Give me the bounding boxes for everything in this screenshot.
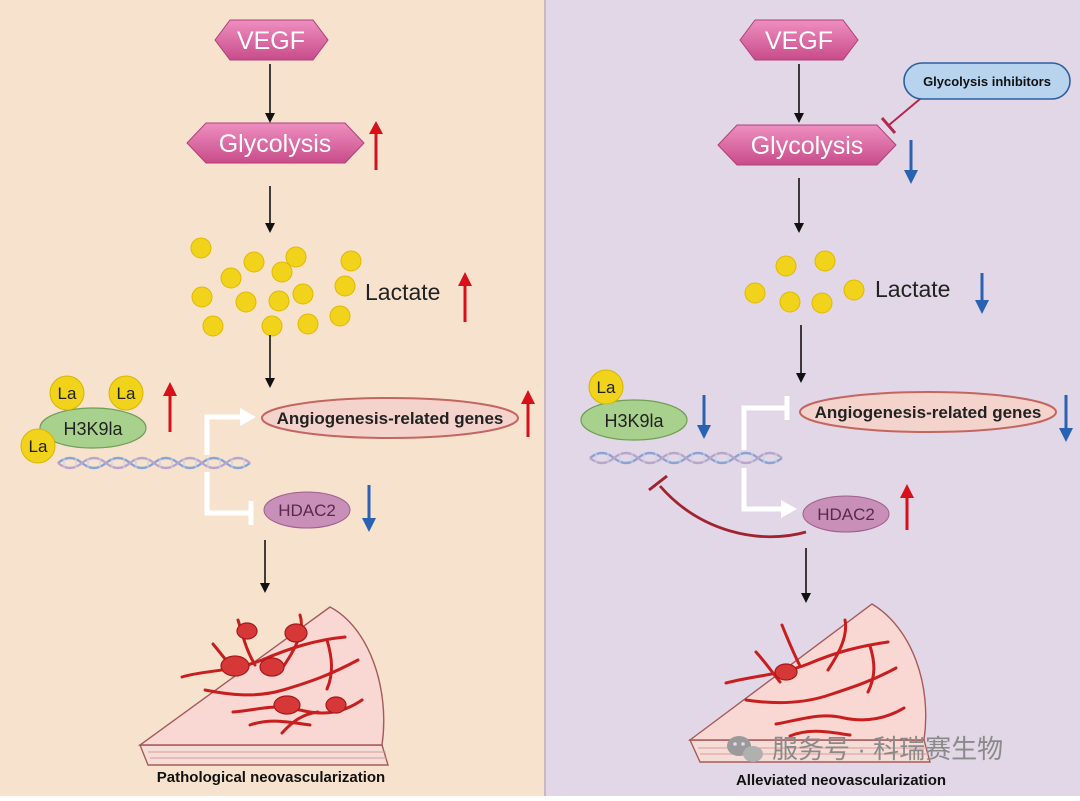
right-glycolysis-label: Glycolysis bbox=[751, 132, 864, 160]
right-glycolysis-inhibitors-box bbox=[903, 62, 1071, 100]
left-vessel-lesions bbox=[220, 622, 347, 715]
left-lactate-dots bbox=[190, 237, 362, 337]
right-histone-label: H3K9la bbox=[604, 411, 664, 431]
left-histone-label: H3K9la bbox=[63, 419, 123, 439]
right-panel: VEGF Glycolysis inhibitors Glycolysis La… bbox=[580, 19, 1073, 789]
right-histone-h3k9la bbox=[580, 399, 688, 441]
left-genes-label: Angiogenesis-related genes bbox=[277, 409, 504, 428]
right-lactate-label: Lactate bbox=[875, 276, 950, 302]
left-vessel-lesion bbox=[273, 695, 301, 715]
left-genes-box bbox=[261, 397, 519, 439]
left-la-label: La bbox=[29, 437, 48, 456]
left-genes-up-arrow-icon bbox=[521, 390, 535, 437]
left-la-mark bbox=[108, 375, 144, 411]
right-hdac2-up-arrow-icon bbox=[900, 484, 914, 530]
left-hdac2-label: HDAC2 bbox=[278, 501, 336, 520]
lactate-molecule bbox=[292, 283, 314, 305]
right-hdac2-label: HDAC2 bbox=[817, 505, 875, 524]
lactate-molecule bbox=[334, 275, 356, 297]
lactate-molecule bbox=[775, 255, 797, 277]
lactate-molecule bbox=[297, 313, 319, 335]
left-lactate-up-arrow-icon bbox=[458, 272, 472, 322]
right-la-label: La bbox=[597, 378, 616, 397]
left-inhibition-bar-hdac2 bbox=[204, 472, 254, 525]
left-lactate-label: Lactate bbox=[365, 279, 440, 305]
right-vegf-box bbox=[739, 19, 859, 61]
right-hdac2-box bbox=[802, 495, 890, 533]
left-hdac2-box bbox=[263, 491, 351, 529]
left-vessel-lesion bbox=[284, 623, 308, 643]
left-la-label: La bbox=[117, 384, 136, 403]
left-vegf-label: VEGF bbox=[237, 27, 305, 55]
watermark-text: 服务号 · 科瑞赛生物 bbox=[772, 734, 1003, 764]
lactate-molecule bbox=[271, 261, 293, 283]
left-panel: VEGF Glycolysis Lactate bbox=[20, 19, 535, 786]
right-inhibitor-bar bbox=[880, 98, 921, 134]
left-vessel-lesion bbox=[220, 655, 250, 677]
left-glycolysis-up-arrow-icon bbox=[369, 121, 383, 170]
right-dna-helix bbox=[589, 451, 783, 465]
right-lactate-dots bbox=[744, 250, 865, 314]
right-caption: Alleviated neovascularization bbox=[736, 772, 946, 789]
right-glycolysis-inhibitors-label: Glycolysis inhibitors bbox=[923, 74, 1051, 89]
left-activation-arrow-genes bbox=[204, 408, 256, 455]
lactate-molecule bbox=[202, 315, 224, 337]
right-vessel-lesion bbox=[774, 663, 798, 681]
left-vessel-lesion bbox=[325, 696, 347, 714]
lactate-molecule bbox=[235, 291, 257, 313]
right-hdac2-feedback-inhibition bbox=[648, 474, 807, 539]
lactate-molecule bbox=[744, 282, 766, 304]
left-vegf-box bbox=[214, 19, 329, 61]
lactate-molecule bbox=[243, 251, 265, 273]
right-lactate-down-arrow-icon bbox=[975, 273, 989, 314]
lactate-molecule bbox=[190, 237, 212, 259]
left-hdac2-down-arrow-icon bbox=[362, 485, 376, 532]
right-vessel-lesions bbox=[774, 663, 798, 681]
lactate-molecule bbox=[811, 292, 833, 314]
left-dna-helix bbox=[57, 456, 251, 470]
lactate-molecule bbox=[268, 290, 290, 312]
right-vegf-label: VEGF bbox=[765, 27, 833, 55]
left-vessel-lesion bbox=[259, 657, 285, 677]
lactate-molecule bbox=[779, 291, 801, 313]
lactate-molecule bbox=[814, 250, 836, 272]
right-inhibition-bar-genes bbox=[741, 396, 790, 450]
wechat-icon bbox=[727, 736, 763, 762]
lactate-molecule bbox=[329, 305, 351, 327]
lactate-molecule bbox=[340, 250, 362, 272]
right-glycolysis-box bbox=[717, 124, 897, 166]
left-vessel-lesion bbox=[236, 622, 258, 640]
right-la-mark bbox=[588, 369, 624, 405]
lactate-molecule bbox=[220, 267, 242, 289]
left-la-mark bbox=[20, 428, 56, 464]
left-la-mark bbox=[49, 375, 85, 411]
lactate-molecule bbox=[261, 315, 283, 337]
left-histone-h3k9la bbox=[39, 407, 147, 449]
left-la-label: La bbox=[58, 384, 77, 403]
lactate-molecule bbox=[285, 246, 307, 268]
right-activation-arrow-hdac2 bbox=[741, 468, 797, 518]
lactate-molecule bbox=[191, 286, 213, 308]
left-glycolysis-box bbox=[186, 122, 365, 164]
right-genes-down-arrow-icon bbox=[1059, 395, 1073, 442]
right-blood-vessels bbox=[724, 618, 906, 738]
right-glycolysis-down-arrow-icon bbox=[904, 140, 918, 184]
right-histone-down-arrow-icon bbox=[697, 395, 711, 439]
left-histone-up-arrow-icon bbox=[163, 382, 177, 432]
lactate-molecule bbox=[843, 279, 865, 301]
left-caption: Pathological neovascularization bbox=[157, 769, 385, 786]
right-genes-label: Angiogenesis-related genes bbox=[815, 403, 1042, 422]
left-glycolysis-label: Glycolysis bbox=[219, 130, 332, 158]
watermark: 服务号 · 科瑞赛生物 bbox=[727, 734, 1003, 764]
right-genes-box bbox=[799, 391, 1057, 433]
